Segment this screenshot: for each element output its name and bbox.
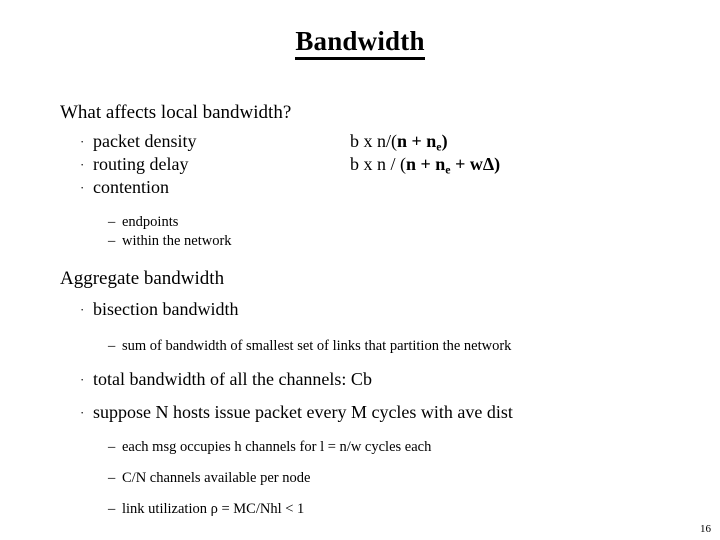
sub-list-item-label: C/N channels available per node xyxy=(122,470,311,486)
list-item: · bisection bandwidth xyxy=(60,298,680,321)
bullet-dot-icon: · xyxy=(80,134,85,149)
page-number: 16 xyxy=(700,523,711,535)
sub-list-item: – endpoints xyxy=(60,213,680,232)
page-title: Bandwidth xyxy=(0,26,720,61)
formula-var-ne: n xyxy=(435,154,446,174)
bullet-dot-icon: · xyxy=(80,405,85,420)
formula-paren-close: ) xyxy=(494,154,501,174)
dash-bullet-icon: – xyxy=(108,338,116,354)
list-item-label: packet density xyxy=(93,131,197,151)
sub-list-item: – sum of bandwidth of smallest set of li… xyxy=(60,337,680,356)
formula-var-ne: n xyxy=(426,131,437,151)
formula-text: b x n / ( xyxy=(350,154,406,174)
section-heading-local-bandwidth: What affects local bandwidth? xyxy=(60,102,292,123)
formula-op-plus-2: + xyxy=(450,154,470,174)
formula-var-n: n xyxy=(406,154,417,174)
formula-var-n: n xyxy=(397,131,408,151)
sub-list-item: – within the network xyxy=(60,232,680,251)
dash-bullet-icon: – xyxy=(108,470,116,486)
sub-list-item: – each msg occupies h channels for l = n… xyxy=(60,438,680,457)
dash-bullet-icon: – xyxy=(108,439,116,455)
list-item-label: bisection bandwidth xyxy=(93,299,239,319)
formula-packet-density: b x n/(n + ne) xyxy=(350,130,448,153)
formula-op-plus: + xyxy=(407,131,427,151)
list-item-label: suppose N hosts issue packet every M cyc… xyxy=(93,402,513,422)
formula-op-plus: + xyxy=(416,154,436,174)
bullet-dot-icon: · xyxy=(80,302,85,317)
sub-list-item-label: link utilization ρ = MC/Nhl < 1 xyxy=(122,501,305,517)
formula-subscript-e: e xyxy=(436,139,442,154)
dash-bullet-icon: – xyxy=(108,233,116,249)
sub-list-item-label: within the network xyxy=(122,233,232,249)
dash-bullet-icon: – xyxy=(108,214,116,230)
list-item: · suppose N hosts issue packet every M c… xyxy=(60,401,680,424)
formula-routing-delay: b x n / (n + ne + wΔ) xyxy=(350,153,500,176)
sub-list-item-label: endpoints xyxy=(122,214,179,230)
formula-paren-close: ) xyxy=(441,131,448,151)
bullet-dot-icon: · xyxy=(80,157,85,172)
sub-list-item: – link utilization ρ = MC/Nhl < 1 xyxy=(60,500,680,519)
page-title-text: Bandwidth xyxy=(295,26,425,61)
list-item-label: routing delay xyxy=(93,154,189,174)
formula-subscript-e: e xyxy=(445,162,451,177)
bullet-dot-icon: · xyxy=(80,180,85,195)
list-item: · packet density b x n/(n + ne) xyxy=(60,130,680,153)
bullet-dot-icon: · xyxy=(80,372,85,387)
sub-list-item-label: sum of bandwidth of smallest set of link… xyxy=(122,338,512,354)
list-item: · total bandwidth of all the channels: C… xyxy=(60,368,680,391)
sub-list-item-label: each msg occupies h channels for l = n/w… xyxy=(122,439,432,455)
slide-body: What affects local bandwidth? · packet d… xyxy=(60,101,680,519)
formula-text: b x n/( xyxy=(350,131,397,151)
list-item: · contention xyxy=(60,176,680,199)
dash-bullet-icon: – xyxy=(108,501,116,517)
list-item-label: contention xyxy=(93,177,169,197)
list-item: · routing delay b x n / (n + ne + wΔ) xyxy=(60,153,680,176)
section-heading-aggregate-bandwidth: Aggregate bandwidth xyxy=(60,268,225,289)
list-item-label: total bandwidth of all the channels: Cb xyxy=(93,369,372,389)
formula-var-wdelta: wΔ xyxy=(469,154,495,174)
sub-list-item: – C/N channels available per node xyxy=(60,469,680,488)
